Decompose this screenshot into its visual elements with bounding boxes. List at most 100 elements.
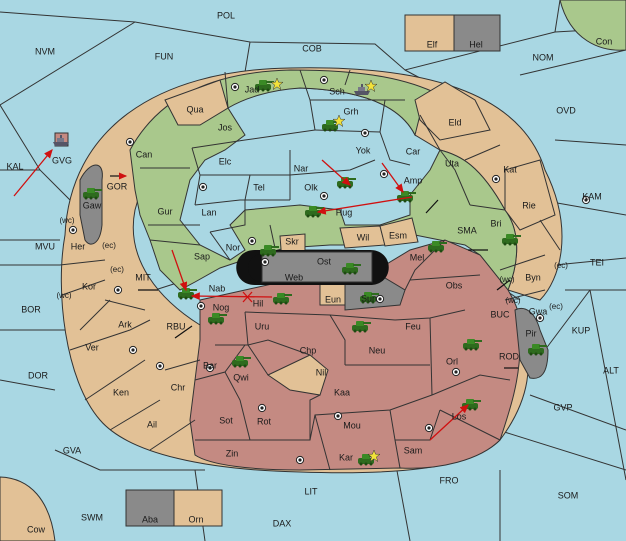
supply-center-icon [196, 301, 206, 311]
sea-label-MVU: MVU [35, 241, 55, 251]
province-label-Kar: Kar [339, 452, 353, 462]
sea-label-ROD: ROD [499, 351, 520, 361]
supply-center-icon [360, 128, 370, 138]
province-label-Car: Car [406, 146, 421, 156]
sea-label-NVM: NVM [35, 46, 55, 56]
supply-center-icon [424, 423, 434, 433]
province-Qua[interactable] [164, 79, 229, 126]
sea-label-KAM: KAM [582, 191, 602, 201]
coast-label-wc1: (wc) [59, 216, 74, 225]
supply-center-icon [257, 403, 267, 413]
box-Hel[interactable] [453, 14, 501, 52]
province-label-Ail: Ail [147, 419, 157, 429]
box-Elf[interactable] [404, 14, 455, 52]
sea-label-TEI: TEI [590, 257, 604, 267]
province-label-Ken: Ken [113, 387, 129, 397]
province-label-Kaa: Kaa [334, 387, 350, 397]
province-label-Jos: Jos [218, 122, 233, 132]
box-label-Cow: Cow [27, 524, 46, 534]
supply-center-icon [128, 345, 138, 355]
province-label-Amp: Amp [404, 175, 423, 185]
province-label-Ost: Ost [317, 256, 332, 266]
province-label-Byn: Byn [525, 272, 541, 282]
sea-label-KUP: KUP [572, 325, 591, 335]
province-label-Sam: Sam [404, 445, 423, 455]
coast-label-wc3: (wc) [499, 275, 514, 284]
ring-borders [59, 219, 561, 451]
coast-label-ec2: (ec) [110, 265, 124, 274]
supply-center-icon [451, 367, 461, 377]
sea-label-DAX: DAX [273, 518, 292, 528]
sea-label-COB: COB [302, 43, 322, 53]
sea-label-FUN: FUN [155, 51, 174, 61]
box-Orn[interactable] [173, 489, 223, 527]
province-Gaw[interactable] [79, 164, 103, 245]
supply-center-icon [125, 137, 135, 147]
province-Esm[interactable] [379, 217, 419, 247]
province-label-Hug: Hug [336, 207, 353, 217]
province-label-Sap: Sap [194, 251, 210, 261]
coast-label-ec3: (ec) [554, 261, 568, 270]
sea-label-BOR: BOR [21, 304, 41, 314]
province-label-Obs: Obs [446, 280, 463, 290]
province-Rie[interactable] [504, 159, 556, 231]
supply-center-icon [247, 236, 257, 246]
province-label-Sch: Sch [329, 86, 345, 96]
sea-label-POL: POL [217, 10, 235, 20]
province-label-Chp: Chp [300, 345, 317, 355]
province-label-Nil: Nil [316, 367, 327, 377]
supply-center-icon [491, 174, 501, 184]
supply-center-icon [295, 455, 305, 465]
sea-label-LIT: LIT [304, 486, 318, 496]
province-label-Sun: Sun [361, 293, 377, 303]
sea-label-FRO: FRO [440, 475, 459, 485]
sea-label-GVP: GVP [553, 402, 572, 412]
province-Nil[interactable] [266, 354, 329, 396]
supply-center-icon [155, 361, 165, 371]
province-label-Kor: Kor [82, 281, 96, 291]
province-label-Ark: Ark [118, 319, 132, 329]
province-label-Los: Los [452, 411, 467, 421]
province-label-Rie: Rie [522, 200, 536, 210]
province-label-Uru: Uru [255, 321, 270, 331]
province-label-Feu: Feu [405, 321, 421, 331]
province-label-Jad: Jad [245, 84, 260, 94]
sea-label-SWM: SWM [81, 512, 103, 522]
province-label-Lan: Lan [201, 207, 216, 217]
province-label-Skr: Skr [285, 236, 299, 246]
supply-center-icon [230, 82, 240, 92]
province-label-Tel: Tel [253, 182, 265, 192]
sea-label-KAL: KAL [6, 161, 23, 171]
province-label-Gaw: Gaw [83, 200, 102, 210]
sea-label-SOM: SOM [558, 490, 579, 500]
supply-center-icon [379, 169, 389, 179]
sea-label-GOR: GOR [107, 181, 128, 191]
province-label-Eld: Eld [448, 117, 461, 127]
province-label-Grh: Grh [343, 106, 358, 116]
sea-label-MIT: MIT [135, 272, 151, 282]
province-Pir[interactable] [514, 307, 549, 379]
supply-center-icon [198, 182, 208, 192]
box-label-Hel: Hel [469, 39, 483, 49]
supply-center-icon [260, 257, 270, 267]
province-label-Hil: Hil [253, 298, 264, 308]
supply-center-icon [319, 75, 329, 85]
order-arrows [13, 148, 469, 441]
province-Eld[interactable] [414, 81, 491, 141]
province-label-Nar: Nar [294, 163, 309, 173]
supply-center-icon [113, 285, 123, 295]
coast-labels: (wc)(ec)(ec)(wc)(wc)(ec)(wc)(ec) [56, 216, 568, 311]
province-label-Ver: Ver [85, 342, 99, 352]
province-label-Sot: Sot [219, 415, 233, 425]
sea-label-BUC: BUC [490, 309, 510, 319]
province-label-Her: Her [71, 241, 86, 251]
sea-label-GVA: GVA [63, 445, 81, 455]
province-label-Bar: Bar [203, 360, 217, 370]
province-label-Qwi: Qwi [233, 372, 249, 382]
province-label-Neu: Neu [369, 345, 386, 355]
supply-center-icon [333, 411, 343, 421]
coast-arrows [110, 172, 518, 369]
